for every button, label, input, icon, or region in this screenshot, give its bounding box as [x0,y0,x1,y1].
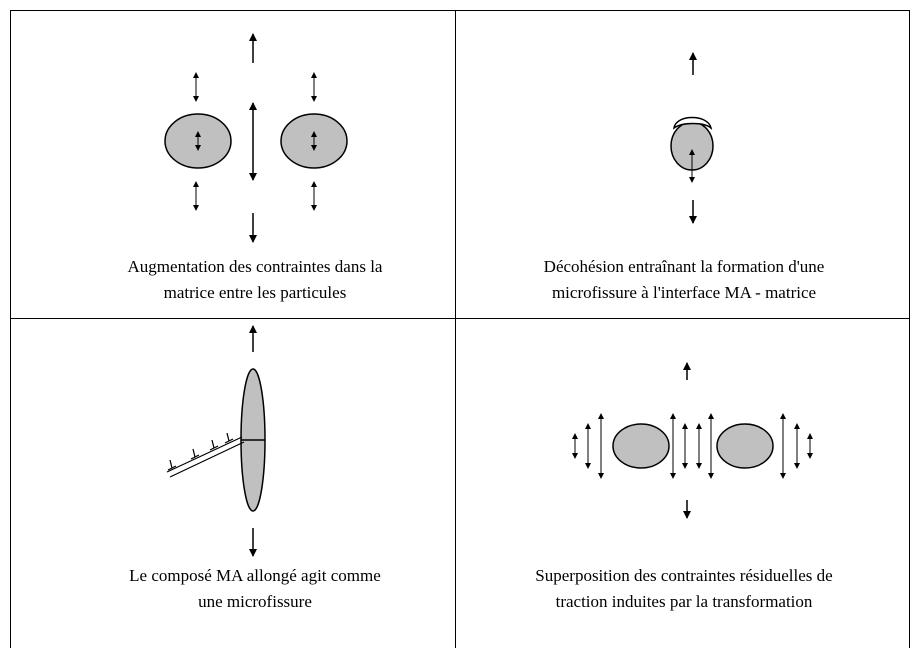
caption-line: microfissure à l'interface MA - matrice [551,283,817,302]
caption-line: matrice entre les particules [163,283,347,302]
panel-1-illustration [164,33,348,243]
caption-line: une microfissure [198,592,312,611]
caption-line: Le composé MA allongé agit comme [129,566,381,585]
caption-line: traction induites par la transformation [555,592,813,611]
panel-1-caption: Augmentation des contraintes dans la mat… [35,254,475,306]
particle-right [716,423,774,469]
panel-2-caption: Décohésion entraînant la formation d'une… [464,254,904,306]
panel-4-caption: Superposition des contraintes résiduelle… [464,563,904,615]
panel-3-illustration [166,325,266,557]
caption-line: Décohésion entraînant la formation d'une [543,257,825,276]
slip-band [166,436,243,473]
caption-line: Augmentation des contraintes dans la [127,257,383,276]
interface-microcrack [672,116,713,131]
table-border [10,10,910,648]
residual-stress-arrows [572,413,813,479]
particle-left [612,423,670,469]
panel-3-caption: Le composé MA allongé agit comme une mic… [35,563,475,615]
caption-line: Superposition des contraintes résiduelle… [535,566,833,585]
panel-2-illustration [670,52,714,224]
dislocation-symbols [167,432,234,471]
panel-4-illustration [572,362,813,519]
